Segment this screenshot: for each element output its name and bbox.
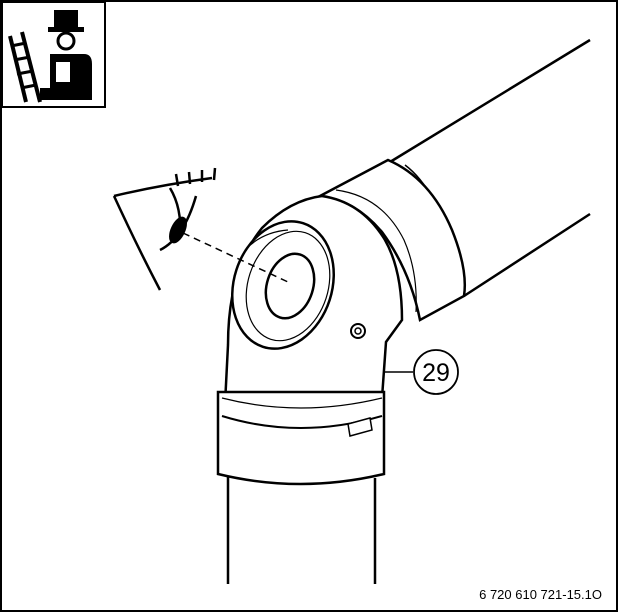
figure-reference-number: 6 720 610 721-15.1O xyxy=(479,587,602,602)
eye-icon xyxy=(112,167,217,291)
chimney-sweep-icon xyxy=(1,1,106,108)
flue-pipe-vertical xyxy=(226,476,377,584)
line-of-sight xyxy=(182,232,289,283)
inspection-opening xyxy=(231,220,335,350)
ladder-icon xyxy=(8,31,42,103)
callout-label: 29 xyxy=(422,359,450,387)
lower-socket-collar xyxy=(216,390,386,486)
callout-29: 29 xyxy=(384,349,459,395)
screw-icon xyxy=(350,323,366,339)
callout-circle xyxy=(413,349,459,395)
